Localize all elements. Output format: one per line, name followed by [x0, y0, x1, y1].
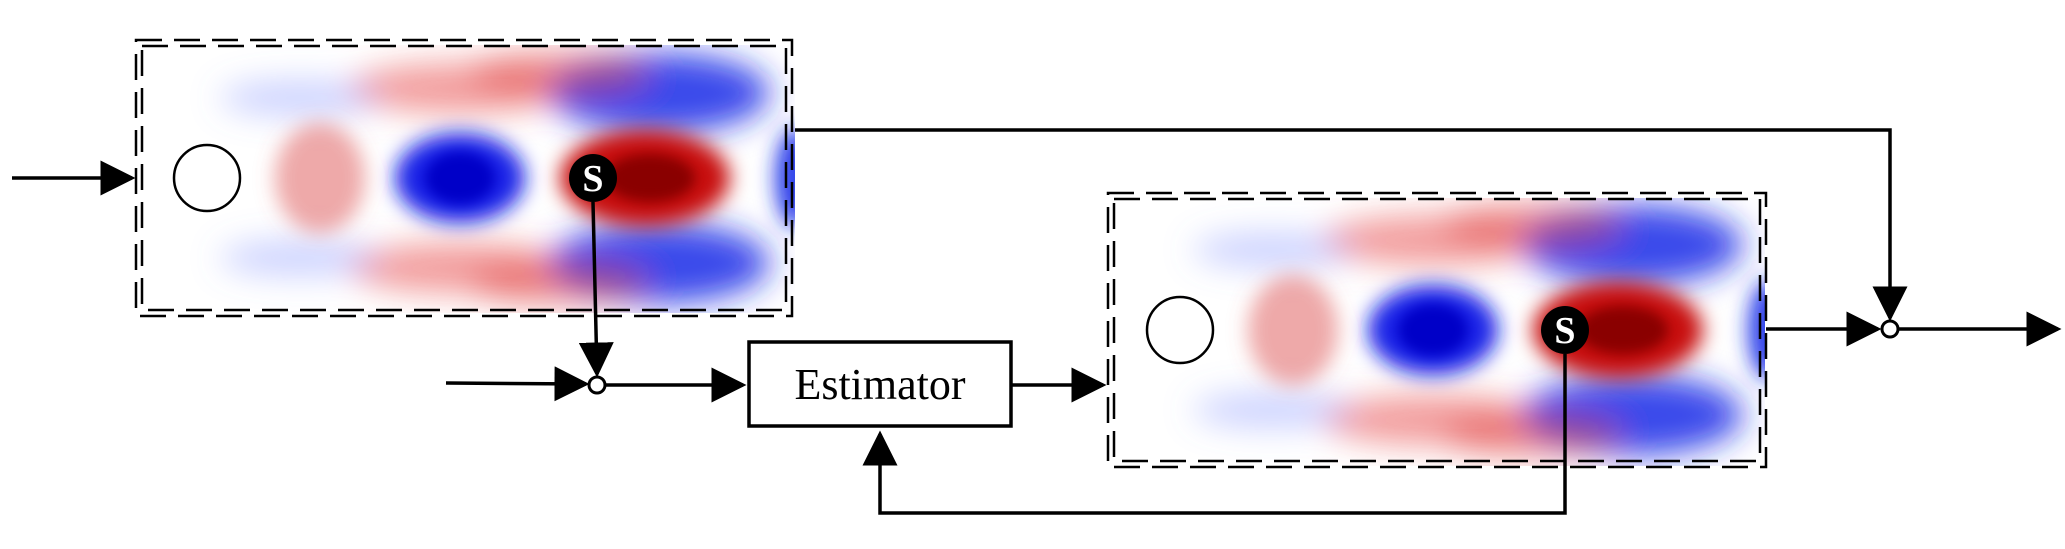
left-summing-junction: [587, 375, 607, 395]
signal-lines: [12, 128, 2062, 515]
measurement-arrow: [578, 201, 614, 378]
right-summing-junction: [1880, 319, 1900, 339]
feedback-arrow: [862, 354, 1567, 515]
model-panel: S: [1106, 191, 1768, 469]
sensor-label: S: [582, 158, 603, 200]
estimator-block: Estimator: [747, 340, 1013, 428]
cylinder-icon: [172, 143, 242, 213]
plant-panel-border: [134, 38, 794, 318]
noise-input-arrow: [445, 366, 590, 402]
sensor-marker: S: [569, 154, 617, 202]
model-sensor-marker: S: [1541, 306, 1589, 354]
model-panel-border: [1106, 191, 1768, 469]
estimator-label: Estimator: [794, 360, 965, 409]
model-cylinder-icon: [1145, 295, 1215, 365]
model-sensor-label: S: [1554, 310, 1575, 352]
plant-panel: S: [134, 38, 815, 318]
plant-output-arrow: [795, 128, 1908, 322]
